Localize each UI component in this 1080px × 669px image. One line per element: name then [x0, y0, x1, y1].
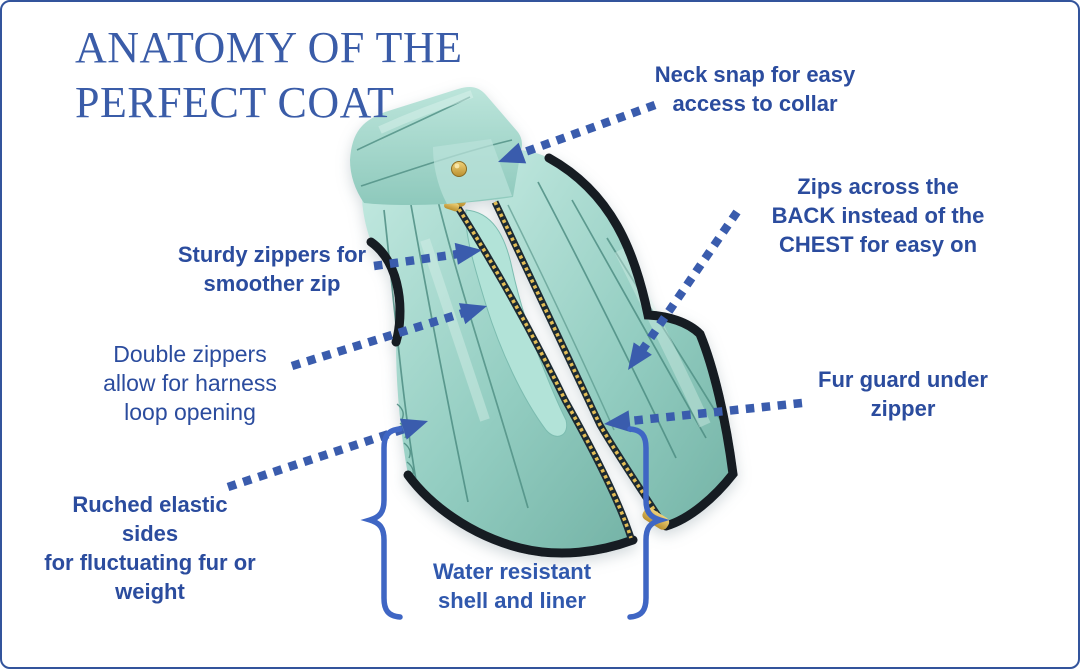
label-sturdy-zippers: Sturdy zippers for smoother zip	[177, 242, 367, 296]
coat-right-panel	[495, 150, 738, 531]
label-ruched-sides: Ruched elastic sides for fluctuating fur…	[44, 492, 256, 604]
coat-left-panel	[362, 198, 638, 558]
double-zippers-arrow	[290, 303, 487, 371]
coat-illustration	[350, 87, 738, 558]
left-brace	[360, 426, 403, 620]
label-zips-across-back: Zips across the BACK instead of the CHES…	[771, 174, 985, 257]
ruched-sides-arrow	[226, 418, 428, 492]
neck-snap-button	[451, 161, 467, 177]
label-fur-guard: Fur guard under zipper	[818, 367, 988, 421]
left-panel-trim	[366, 237, 405, 347]
label-neck-snap: Neck snap for easy access to collar	[654, 62, 856, 116]
coat-collar	[350, 87, 522, 205]
label-double-zippers: Double zippers allow for harness loop op…	[103, 341, 277, 425]
collar-snap-tab	[433, 139, 512, 204]
sturdy-zippers-arrow	[373, 242, 482, 271]
fur-guard-arrow	[604, 398, 803, 433]
right-brace	[627, 426, 670, 620]
neck-snap-arrow	[498, 101, 657, 164]
zips-across-back-arrow	[628, 209, 741, 370]
page-title: ANATOMY OF THE PERFECT COAT	[75, 23, 463, 127]
label-water-resistant: Water resistant shell and liner	[432, 559, 592, 613]
right-panel-trim	[544, 153, 738, 531]
